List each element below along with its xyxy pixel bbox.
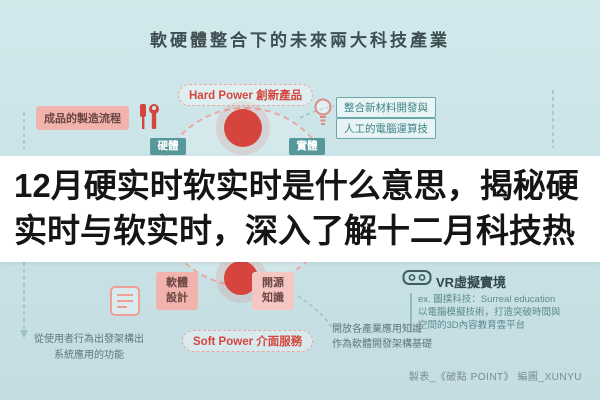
- material-box-line1: 整合新材料開發與: [336, 97, 436, 118]
- vr-description: ex. 圖撲科技：Surreal education 以電腦模擬技術，打造突破時…: [410, 293, 570, 332]
- material-box-line2: 人工的電腦運算技: [336, 118, 436, 139]
- vr-goggles-icon: [402, 270, 432, 285]
- vr-desc-line3: 空間的3D內容教育雲平台: [418, 320, 526, 331]
- headline-banner: 12月硬实时软实时是什么意思，揭秘硬 实时与软实时，深入了解十二月科技热: [0, 156, 600, 262]
- software-design-line2: 設計: [166, 292, 188, 304]
- open-industry-line1: 開放各產業應用知識: [332, 324, 422, 335]
- open-knowledge-line1: 開源: [262, 277, 284, 289]
- user-behavior-line1: 從使用者行為出發架構出: [34, 334, 144, 345]
- hardware-node-circle: [224, 109, 262, 147]
- software-design-card: 軟體 設計: [156, 272, 198, 310]
- soft-power-label: Soft Power 介面服務: [182, 330, 314, 352]
- vr-desc-line1: ex. 圖撲科技：Surreal education: [418, 294, 556, 305]
- vr-section-title: VR虛擬實境: [436, 275, 507, 290]
- diagram-title: 軟硬體整合下的未來兩大科技產業: [150, 31, 450, 50]
- hardware-tag: 硬體: [150, 138, 186, 155]
- open-knowledge-line2: 知識: [262, 292, 284, 304]
- credit-line: 製表_《破點 POINT》 編圖_XUNYU: [408, 372, 582, 383]
- software-design-line1: 軟體: [166, 277, 188, 289]
- user-behavior-line2: 系統應用的功能: [54, 350, 124, 361]
- headline-line2: 实时与软实时，深入了解十二月科技热: [14, 212, 575, 249]
- open-knowledge-card: 開源 知識: [252, 272, 294, 310]
- open-industry-line2: 作為軟體開發架構基礎: [332, 339, 432, 350]
- open-industry-note: 開放各產業應用知識 作為軟體開發架構基礎: [332, 322, 452, 352]
- headline-line1: 12月硬实时软实时是什么意思，揭秘硬: [14, 167, 579, 204]
- document-icon: [110, 286, 140, 316]
- vr-desc-line2: 以電腦模擬技術，打造突破時間與: [418, 307, 561, 318]
- tools-icon: [140, 104, 159, 129]
- manufacture-process-box: 成品的製造流程: [36, 106, 129, 130]
- user-behavior-note: 從使用者行為出發架構出 系統應用的功能: [14, 332, 164, 364]
- hard-power-label: Hard Power 創新產品: [178, 84, 314, 106]
- lightbulb-icon: [314, 98, 332, 125]
- entity-tag: 實體: [289, 138, 325, 155]
